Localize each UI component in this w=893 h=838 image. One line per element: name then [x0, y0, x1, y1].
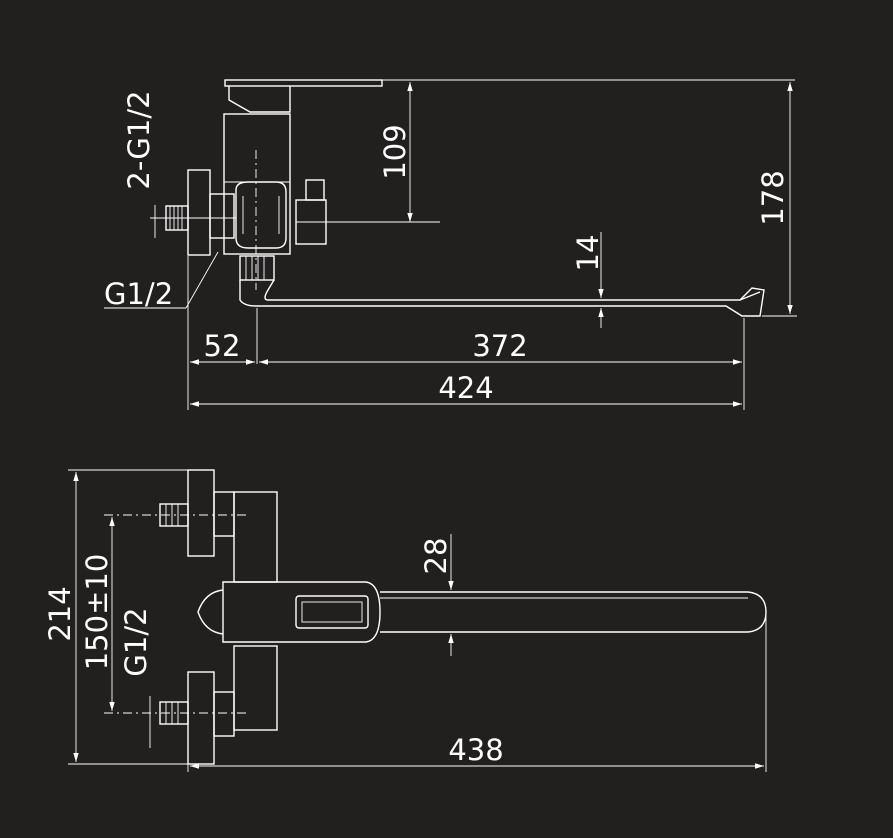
dim-214: 214: [43, 469, 190, 765]
valve-body: [223, 113, 291, 290]
dim-14: 14: [571, 232, 605, 328]
body-column: [233, 491, 278, 731]
dim-438-label: 438: [448, 733, 503, 767]
handle-spout-top: [197, 581, 767, 643]
dim-150-label: 150±10: [80, 554, 114, 671]
dim-178-label: 178: [756, 170, 790, 225]
dim-150: 150±10: [80, 517, 115, 711]
inlet-thread-callout: 2-G1/2: [122, 90, 156, 238]
inlet-connector: [150, 169, 236, 256]
lever-handle: [224, 79, 383, 113]
thread-label-top: G1/2: [119, 607, 153, 676]
thread-callout-top: G1/2: [119, 607, 153, 748]
outlet-thread-callout: G1/2: [104, 251, 219, 311]
dim-14-label: 14: [571, 235, 605, 272]
lower-inlet-connector: [104, 671, 250, 765]
outlet-thread-label: G1/2: [104, 277, 173, 311]
dim-178: 178: [756, 82, 797, 317]
dim-109-label: 109: [378, 124, 412, 179]
upper-inlet-connector: [104, 469, 250, 557]
dim-424-label: 424: [438, 371, 493, 405]
dim-214-label: 214: [43, 586, 77, 641]
dim-horizontal-side: 52 372 424: [187, 256, 745, 410]
outlet-nut: [239, 255, 275, 281]
spout: [239, 279, 765, 317]
side-view: 109 178 14 2-G1/2 G1/2: [104, 79, 797, 410]
dim-28: 28: [419, 534, 454, 656]
dim-28-label: 28: [419, 538, 453, 575]
dim-372-label: 372: [472, 329, 527, 363]
dim-109: 109: [378, 79, 795, 222]
diverter-knob: [295, 179, 440, 245]
dim-438: 438: [187, 614, 767, 772]
top-view: 28 214 150±10 G1/2 438: [43, 469, 767, 772]
dim-52-label: 52: [204, 329, 241, 363]
inlet-thread-label: 2-G1/2: [122, 90, 156, 189]
